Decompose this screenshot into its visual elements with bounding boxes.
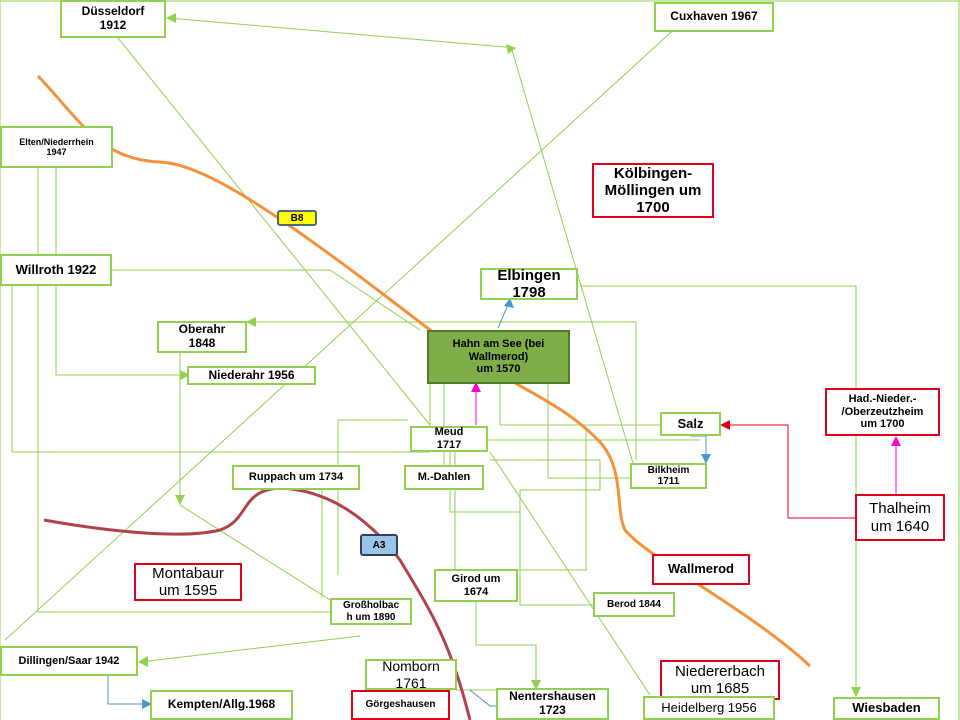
arrowhead bbox=[471, 382, 481, 392]
node-elbingen[interactable]: Elbingen 1798 bbox=[480, 267, 578, 301]
node-elten[interactable]: Elten/Niederrhein 1947 bbox=[0, 126, 113, 168]
node-kempten[interactable]: Kempten/Allg.1968 bbox=[150, 690, 293, 720]
link-line bbox=[580, 285, 857, 695]
link-line bbox=[475, 602, 537, 688]
node-koelbingen[interactable]: Kölbingen- Möllingen um 1700 bbox=[592, 163, 714, 218]
node-duesseldorf[interactable]: Düsseldorf 1912 bbox=[60, 0, 166, 38]
node-ruppach[interactable]: Ruppach um 1734 bbox=[232, 465, 360, 490]
node-had[interactable]: Had.-Nieder.- /Oberzeutzheim um 1700 bbox=[825, 388, 940, 436]
arrowhead bbox=[180, 370, 190, 380]
link-line bbox=[37, 168, 330, 613]
node-heidelberg[interactable]: Heidelberg 1956 bbox=[643, 696, 775, 720]
link-line bbox=[117, 37, 431, 426]
node-oberahr[interactable]: Oberahr 1848 bbox=[157, 321, 247, 353]
arrowhead bbox=[851, 687, 861, 697]
node-willroth[interactable]: Willroth 1922 bbox=[0, 254, 112, 286]
arrowhead bbox=[720, 420, 730, 430]
link-line bbox=[112, 269, 421, 331]
blue-link-line bbox=[690, 435, 707, 462]
node-hahn[interactable]: Hahn am See (bei Wallmerod) um 1570 bbox=[427, 330, 570, 384]
arrowhead bbox=[531, 680, 541, 690]
link-line bbox=[4, 23, 681, 641]
arrowhead bbox=[504, 298, 514, 308]
arrowheads bbox=[138, 13, 901, 709]
arrowhead bbox=[506, 44, 516, 54]
node-niederahr[interactable]: Niederahr 1956 bbox=[187, 366, 316, 385]
node-nomborn[interactable]: Nomborn 1761 bbox=[365, 658, 457, 691]
road-badge-a3: A3 bbox=[360, 534, 398, 556]
arrowhead bbox=[142, 699, 152, 709]
link-line bbox=[547, 382, 630, 479]
node-salz[interactable]: Salz bbox=[660, 412, 721, 436]
node-goergeshausen[interactable]: Görgeshausen bbox=[351, 690, 450, 720]
link-line bbox=[139, 635, 361, 663]
link-line bbox=[55, 168, 188, 376]
road-badge-b8: B8 bbox=[277, 210, 317, 226]
node-dillingen[interactable]: Dillingen/Saar 1942 bbox=[0, 646, 138, 676]
link-line bbox=[511, 49, 636, 471]
arrowhead bbox=[175, 495, 185, 505]
node-meud[interactable]: Meud 1717 bbox=[410, 426, 488, 452]
blue-link-line bbox=[107, 676, 150, 705]
node-bilkheim[interactable]: Bilkheim 1711 bbox=[630, 463, 707, 489]
node-montabaur[interactable]: Montabaur um 1595 bbox=[134, 563, 242, 601]
node-wiesbaden[interactable]: Wiesbaden bbox=[833, 697, 940, 720]
node-girod[interactable]: Girod um 1674 bbox=[434, 569, 518, 602]
node-grossholbach[interactable]: Großholbac h um 1890 bbox=[330, 598, 412, 625]
node-wallmerod[interactable]: Wallmerod bbox=[652, 554, 750, 585]
link-line bbox=[489, 451, 651, 696]
node-berod[interactable]: Berod 1844 bbox=[593, 592, 675, 617]
link-line bbox=[167, 17, 517, 49]
node-niedererbach[interactable]: Niedererbach um 1685 bbox=[660, 660, 780, 700]
red-link-line bbox=[722, 424, 789, 518]
link-line bbox=[490, 459, 601, 606]
arrowhead bbox=[246, 317, 256, 327]
arrowhead bbox=[166, 13, 176, 23]
link-line bbox=[11, 285, 430, 453]
arrowhead bbox=[891, 436, 901, 446]
node-cuxhaven[interactable]: Cuxhaven 1967 bbox=[654, 2, 774, 32]
link-line bbox=[248, 321, 637, 460]
link-line bbox=[499, 382, 660, 426]
node-thalheim[interactable]: Thalheim um 1640 bbox=[855, 494, 945, 541]
blue-link-line bbox=[469, 689, 498, 707]
arrowhead bbox=[701, 454, 711, 464]
node-nentershausen[interactable]: Nentershausen 1723 bbox=[496, 688, 609, 720]
arrowhead bbox=[138, 656, 148, 667]
node-mdahlen[interactable]: M.-Dahlen bbox=[404, 465, 484, 490]
